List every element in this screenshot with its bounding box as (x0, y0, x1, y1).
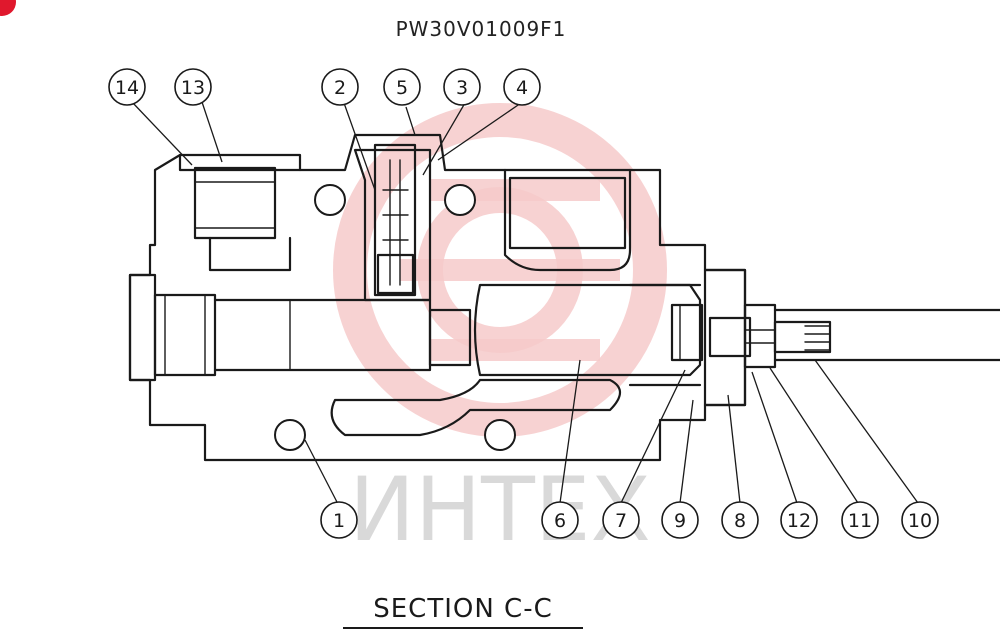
callout-8-label: 8 (734, 510, 746, 532)
callout-3: 3 (443, 68, 481, 106)
callout-14: 14 (108, 68, 146, 106)
callout-3-label: 3 (456, 77, 468, 99)
watermark-text: ИНТЕХ (349, 458, 651, 561)
callout-5: 5 (383, 68, 421, 106)
section-title: SECTION C-C (373, 594, 553, 624)
callout-7: 7 (602, 501, 640, 539)
callout-2: 2 (321, 68, 359, 106)
callout-1: 1 (320, 501, 358, 539)
callout-10: 10 (901, 501, 939, 539)
callout-12-label: 12 (787, 510, 811, 532)
callout-13-label: 13 (181, 77, 205, 99)
callout-14-label: 14 (115, 77, 139, 99)
callout-5-label: 5 (396, 77, 408, 99)
corner-mark (0, 0, 16, 16)
callout-11: 11 (841, 501, 879, 539)
callout-13: 13 (174, 68, 212, 106)
callout-7-label: 7 (615, 510, 627, 532)
callout-6: 6 (541, 501, 579, 539)
leader-lines (131, 101, 919, 505)
callout-11-label: 11 (848, 510, 872, 532)
callout-12: 12 (780, 501, 818, 539)
callout-4: 4 (503, 68, 541, 106)
callout-2-label: 2 (334, 77, 346, 99)
callout-8: 8 (721, 501, 759, 539)
valve-body (128, 133, 1000, 462)
callout-6-label: 6 (554, 510, 566, 532)
callout-4-label: 4 (516, 77, 528, 99)
callout-10-label: 10 (908, 510, 932, 532)
callout-9-label: 9 (674, 510, 686, 532)
callout-1-label: 1 (333, 510, 345, 532)
drawing-code: PW30V01009F1 (396, 17, 567, 41)
callout-9: 9 (661, 501, 699, 539)
